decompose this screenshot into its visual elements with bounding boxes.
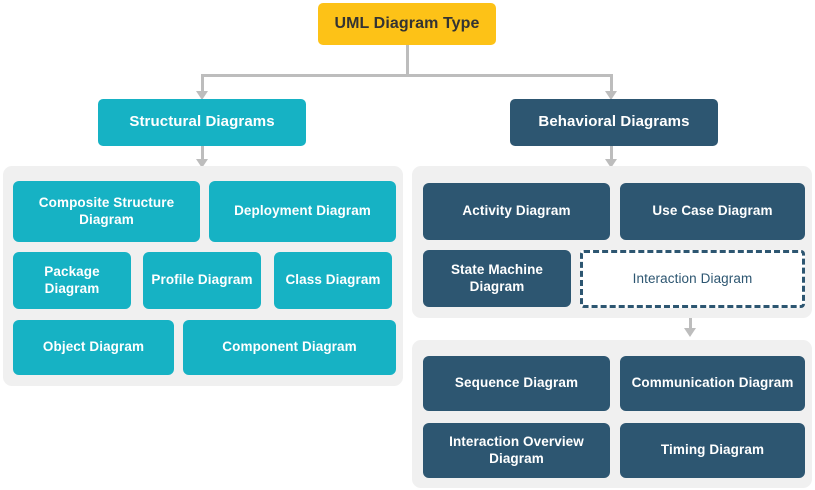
node-state-machine-diagram[interactable]: State Machine Diagram	[423, 250, 571, 307]
node-interaction-overview-diagram[interactable]: Interaction Overview Diagram	[423, 423, 610, 478]
node-composite-structure-diagram[interactable]: Composite Structure Diagram	[13, 181, 200, 242]
node-uml-diagram-type[interactable]: UML Diagram Type	[318, 3, 496, 45]
arrow-head-behavioral-panel-icon	[605, 159, 617, 168]
connector-to-behavioral	[610, 74, 613, 93]
node-deployment-diagram[interactable]: Deployment Diagram	[209, 181, 396, 242]
node-component-diagram[interactable]: Component Diagram	[183, 320, 396, 375]
arrow-head-structural-panel-icon	[196, 159, 208, 168]
node-timing-diagram[interactable]: Timing Diagram	[620, 423, 805, 478]
connector-behavioral-to-panel	[610, 146, 613, 161]
node-object-diagram[interactable]: Object Diagram	[13, 320, 174, 375]
node-sequence-diagram[interactable]: Sequence Diagram	[423, 356, 610, 411]
connector-root-stem	[406, 42, 409, 76]
node-class-diagram[interactable]: Class Diagram	[274, 252, 392, 309]
arrow-head-behavioral-icon	[605, 91, 617, 100]
node-activity-diagram[interactable]: Activity Diagram	[423, 183, 610, 240]
node-behavioral-diagrams[interactable]: Behavioral Diagrams	[510, 99, 718, 146]
node-structural-diagrams[interactable]: Structural Diagrams	[98, 99, 306, 146]
connector-structural-to-panel	[201, 146, 204, 161]
connector-to-structural	[201, 74, 204, 93]
connector-root-bar	[202, 74, 611, 77]
node-communication-diagram[interactable]: Communication Diagram	[620, 356, 805, 411]
connector-interaction-to-subpanel	[689, 308, 692, 330]
arrow-head-structural-icon	[196, 91, 208, 100]
node-package-diagram[interactable]: Package Diagram	[13, 252, 131, 309]
node-profile-diagram[interactable]: Profile Diagram	[143, 252, 261, 309]
arrow-head-interaction-icon	[684, 328, 696, 337]
node-interaction-diagram[interactable]: Interaction Diagram	[580, 250, 805, 308]
node-use-case-diagram[interactable]: Use Case Diagram	[620, 183, 805, 240]
